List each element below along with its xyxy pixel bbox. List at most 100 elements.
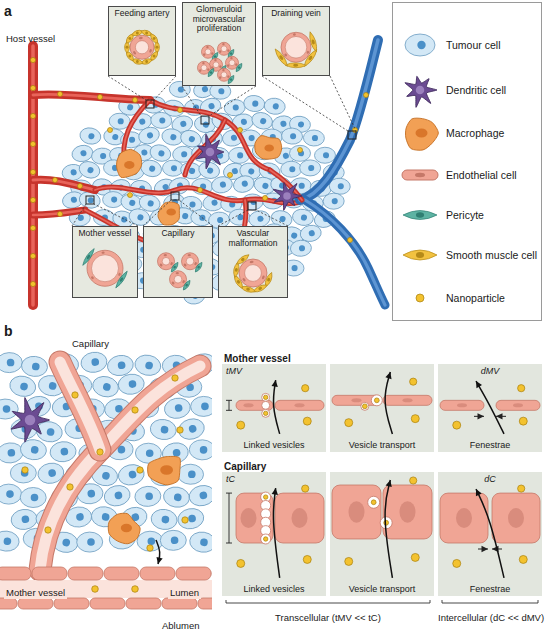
callout-leader xyxy=(182,86,256,124)
smooth-muscle-cell-part xyxy=(152,36,156,40)
panel-b-illustration xyxy=(0,350,212,609)
structure-label: Capillary xyxy=(70,339,111,350)
dendritic-cell xyxy=(273,183,302,211)
tumour-cell xyxy=(19,438,47,461)
nanoparticle xyxy=(132,586,139,593)
tumour-cell-part xyxy=(281,161,302,177)
smooth-muscle-cell-part xyxy=(236,279,240,284)
vessel-section-part xyxy=(91,276,95,280)
tumour-cell xyxy=(77,159,102,181)
route-label: Intercellular (dC << dMV) xyxy=(438,613,544,624)
tumour-cell xyxy=(20,487,46,507)
vessel-section xyxy=(198,61,216,77)
vessel-section-part xyxy=(183,263,187,267)
nanoparticle xyxy=(108,128,113,133)
mother-vessel-part xyxy=(54,598,89,609)
vesicles xyxy=(262,393,270,417)
callout-box: Draining vein xyxy=(262,6,330,76)
tumour-cell xyxy=(250,110,275,132)
macrophage-part xyxy=(158,202,179,225)
vessel-section-part xyxy=(182,253,199,270)
vessel-section-part xyxy=(219,76,222,79)
nanoparticle xyxy=(348,238,353,243)
vessel-section-part xyxy=(306,50,309,54)
tumour-cell-part xyxy=(128,199,136,207)
nanoparticle xyxy=(58,92,63,97)
callout-leader-part xyxy=(154,76,176,100)
mother-vessel-part xyxy=(68,567,103,580)
endothelial-layer-part xyxy=(508,508,524,528)
tumour-cell-part xyxy=(114,491,123,500)
callout-box: Capillary xyxy=(143,226,213,298)
tumour-cell-part xyxy=(7,449,15,457)
tumour-cell-part xyxy=(312,135,318,141)
tumour-cell-part xyxy=(299,245,306,252)
vessel-section-part xyxy=(159,263,163,267)
vessel-section-part xyxy=(214,59,217,62)
capillary-wall xyxy=(60,362,100,450)
nanoparticle xyxy=(228,173,233,178)
nanoparticle xyxy=(518,385,525,392)
mechanism-label: Vesicle transport xyxy=(334,440,430,450)
endothelial-layer-part xyxy=(352,398,362,402)
structure-label: Lumen xyxy=(168,588,201,599)
tumour-cell-part xyxy=(87,197,94,204)
nanoparticle xyxy=(519,417,527,425)
tumour-cell-part xyxy=(208,102,216,110)
tumour-cell-part xyxy=(280,120,287,127)
tumour-cell-part xyxy=(88,133,95,140)
tumour-cell-part xyxy=(129,137,135,143)
vessel-section-part xyxy=(130,35,154,59)
tumour-cell-part xyxy=(189,201,196,208)
pericyte-part xyxy=(227,74,236,84)
callout-label: Feeding artery xyxy=(111,9,173,19)
tumour-cell-part xyxy=(48,469,57,478)
tumour-cell-part xyxy=(48,381,57,390)
tumour-cell-part xyxy=(282,152,289,159)
vesicles xyxy=(368,496,392,529)
tumour-cell-part xyxy=(3,537,11,545)
tumour-cell-part xyxy=(188,470,196,478)
tumour-cell xyxy=(405,34,435,56)
tumour-cell xyxy=(243,94,266,112)
tumour-cell-part xyxy=(250,110,275,132)
tumour-cell-part xyxy=(87,538,95,546)
macrophage-part xyxy=(416,129,428,138)
vessel-highlight xyxy=(150,100,270,170)
vessel-cross-section xyxy=(198,42,244,84)
vessel-section-part xyxy=(239,259,267,287)
flow-arrow xyxy=(385,480,392,578)
nanoparticle xyxy=(172,375,178,381)
transport-mechanism xyxy=(332,477,432,578)
tumour-cell-part xyxy=(298,121,305,128)
pericyte-part xyxy=(213,55,216,58)
tumour-cell-part xyxy=(70,143,94,163)
arrow-head xyxy=(156,557,162,564)
pericyte-part xyxy=(81,247,96,266)
tumour-cell-part xyxy=(158,150,166,158)
endothelial-layer-part xyxy=(349,501,365,523)
nanoparticle xyxy=(362,404,367,409)
smooth-muscle-cell-part xyxy=(136,60,140,64)
tumour-cell-part xyxy=(147,537,155,545)
vessel-section-part xyxy=(171,281,175,285)
nanoparticle xyxy=(22,467,28,473)
capillary-wall xyxy=(60,362,100,450)
mother-vessel-part xyxy=(176,567,211,580)
tumour-cell xyxy=(231,173,256,195)
dendritic-cell-part xyxy=(405,76,437,107)
vessel-section-part xyxy=(213,62,219,68)
nanoparticle xyxy=(518,485,525,492)
dendritic-cell xyxy=(405,76,437,107)
tumour-cell xyxy=(8,374,38,399)
tumour-cell-part xyxy=(237,152,243,158)
callout-leader-part xyxy=(143,200,171,226)
vessel xyxy=(305,200,385,305)
nanoparticle xyxy=(30,225,35,230)
tumour-cell xyxy=(162,485,191,509)
tumour-cell-part xyxy=(32,362,40,370)
nanoparticle xyxy=(411,415,419,423)
tumour-cell xyxy=(21,355,49,378)
tumour-cell-part xyxy=(62,538,71,547)
nanoparticle xyxy=(263,411,267,415)
